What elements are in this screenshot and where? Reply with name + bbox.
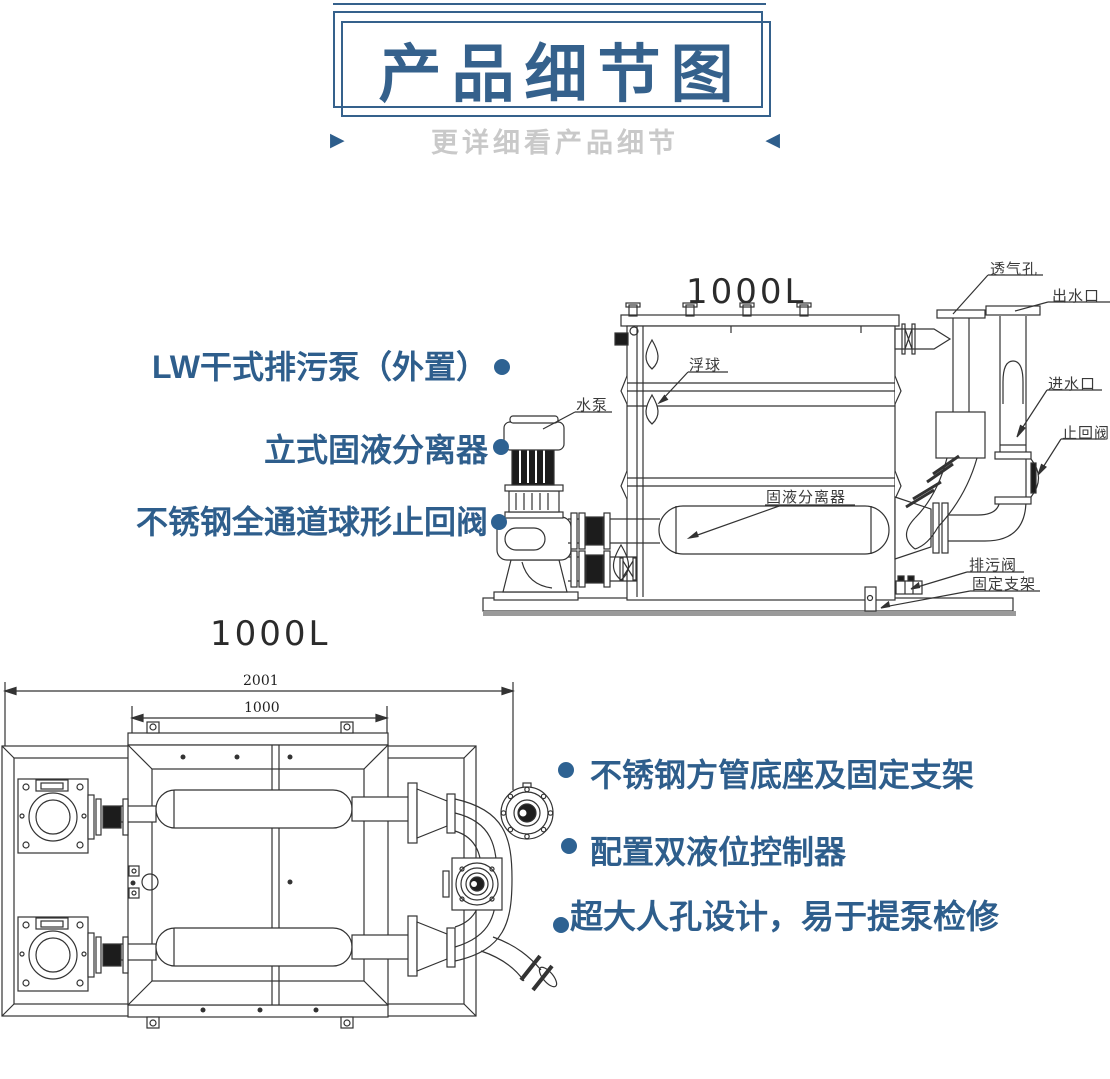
label-water-inlet: 进水口 bbox=[1048, 375, 1097, 393]
separator-capsule bbox=[658, 505, 890, 555]
bullet-dot bbox=[494, 359, 510, 375]
feature-right-base: 不锈钢方管底座及固定支架 bbox=[590, 757, 975, 793]
page-title: 产品细节图 bbox=[378, 39, 744, 110]
top-view-drawing bbox=[1, 682, 558, 1029]
pump-top-b bbox=[17, 916, 129, 992]
tank-top bbox=[127, 744, 389, 1013]
title-frame-inner: 产品细节图 bbox=[341, 21, 771, 117]
side-view-capacity: 1000L bbox=[686, 272, 807, 312]
flanged-valve-2 bbox=[442, 857, 503, 911]
side-view-drawing bbox=[482, 274, 1110, 616]
pump-top-a bbox=[17, 778, 129, 854]
label-drain-valve: 排污阀 bbox=[969, 556, 1018, 574]
bullet-dot bbox=[561, 838, 577, 854]
bullet-dot bbox=[491, 514, 507, 530]
flanged-valve-1 bbox=[500, 782, 554, 840]
label-check-valve: 止回阀 bbox=[1062, 424, 1110, 442]
header-accent-line bbox=[333, 3, 766, 5]
page-subtitle: 更详细看产品细节 bbox=[431, 127, 679, 158]
separator-capsules-top bbox=[120, 789, 411, 967]
triangle-left-icon: ◀ bbox=[765, 129, 780, 151]
leader-lines bbox=[542, 274, 1110, 609]
right-piping bbox=[894, 305, 1041, 560]
label-water-outlet: 出水口 bbox=[1052, 287, 1101, 305]
mounting-tabs bbox=[146, 721, 354, 1029]
feature-left-separator: 立式固液分离器 bbox=[263, 432, 488, 468]
discharge-pipes bbox=[568, 512, 660, 588]
triangle-right-icon: ▶ bbox=[330, 129, 345, 151]
bullet-dot bbox=[553, 917, 569, 933]
lid-bolts bbox=[625, 302, 862, 333]
subtitle-row: ▶ 更详细看产品细节 ◀ bbox=[330, 124, 780, 158]
dim-tank-value: 1000 bbox=[244, 700, 280, 716]
feature-right-manhole: 超大人孔设计，易于提泵检修 bbox=[570, 898, 999, 935]
top-view-capacity: 1000L bbox=[210, 614, 331, 654]
label-float-ball: 浮球 bbox=[689, 356, 722, 374]
label-fixing-bracket: 固定支架 bbox=[972, 575, 1037, 593]
feature-left-pump: LW干式排污泵（外置） bbox=[152, 349, 488, 385]
fixing-bracket bbox=[864, 586, 877, 612]
feature-left-check-valve: 不锈钢全通道球形止回阀 bbox=[135, 504, 488, 540]
label-vent-hole: 透气孔 bbox=[990, 260, 1039, 278]
title-frame-outer bbox=[333, 11, 763, 108]
tank-side bbox=[612, 302, 902, 601]
drain-valve bbox=[895, 575, 923, 595]
bullet-dot bbox=[493, 439, 509, 455]
pump-side bbox=[493, 415, 579, 601]
right-manifold bbox=[407, 782, 558, 992]
label-separator: 固液分离器 bbox=[766, 488, 847, 506]
dim-overall-value: 2001 bbox=[243, 673, 279, 689]
feature-right-level-controller: 配置双液位控制器 bbox=[590, 834, 847, 870]
bullet-dot bbox=[558, 762, 574, 778]
label-pump: 水泵 bbox=[576, 396, 609, 414]
